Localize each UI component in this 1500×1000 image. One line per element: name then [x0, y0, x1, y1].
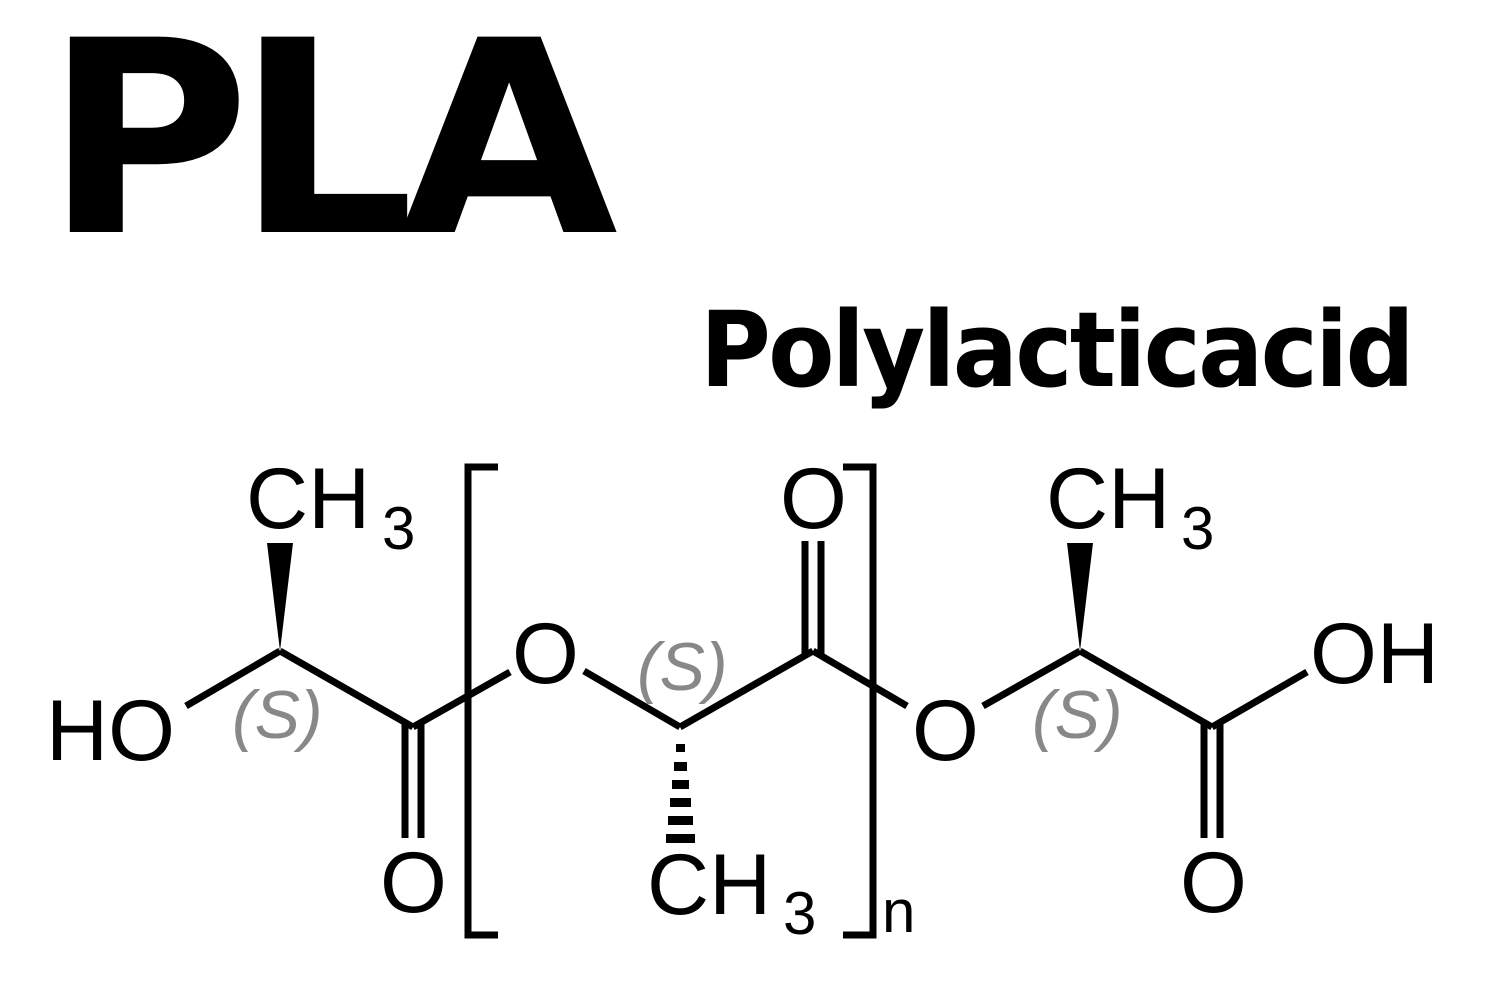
bond-c6-oh	[1210, 668, 1309, 731]
bond-c4-o-ester2	[811, 647, 909, 710]
wedge-bond-right-methyl	[1067, 543, 1093, 651]
left-bracket	[464, 463, 498, 939]
repeat-subscript-n: n	[882, 878, 915, 945]
stereo-label-center: (S)	[637, 629, 728, 705]
label-right-ester-oxygen: O	[912, 683, 979, 779]
subtitle-polylactic-acid: Polylacticacid	[700, 289, 1415, 411]
title-pla: PLA	[44, 0, 618, 296]
label-repeat-methyl-subscript: 3	[783, 880, 816, 947]
right-bracket	[843, 463, 877, 939]
label-right-carbonyl-oxygen: O	[1180, 835, 1247, 931]
label-left-methyl: CH	[246, 451, 370, 547]
wedge-bond-left-methyl	[267, 543, 293, 651]
stereo-label-right: (S)	[1032, 677, 1123, 753]
bonds	[184, 541, 1309, 838]
label-right-methyl: CH	[1046, 451, 1170, 547]
bond-c5-c6	[1078, 647, 1214, 731]
label-right-methyl-subscript: 3	[1181, 495, 1214, 562]
label-repeat-carbonyl-oxygen: O	[780, 451, 847, 547]
label-left-hydroxyl: HO	[46, 683, 175, 779]
bond-c3-c4	[678, 647, 815, 731]
label-left-carbonyl-oxygen: O	[380, 835, 447, 931]
bond-ho-c1	[184, 647, 282, 710]
bond-c2-o-ester	[411, 668, 512, 731]
bond-o2-c5	[981, 647, 1082, 710]
label-left-methyl-subscript: 3	[382, 495, 415, 562]
hashed-wedge-bond-center-methyl	[666, 744, 695, 843]
label-repeat-ester-oxygen: O	[512, 606, 579, 702]
label-repeat-methyl: CH	[647, 837, 771, 933]
label-right-hydroxyl: OH	[1310, 606, 1439, 702]
bond-c1-c2	[278, 647, 415, 731]
repeat-unit-brackets	[464, 463, 877, 939]
bond-o-c3	[582, 667, 682, 731]
stereo-label-left: (S)	[232, 677, 323, 753]
